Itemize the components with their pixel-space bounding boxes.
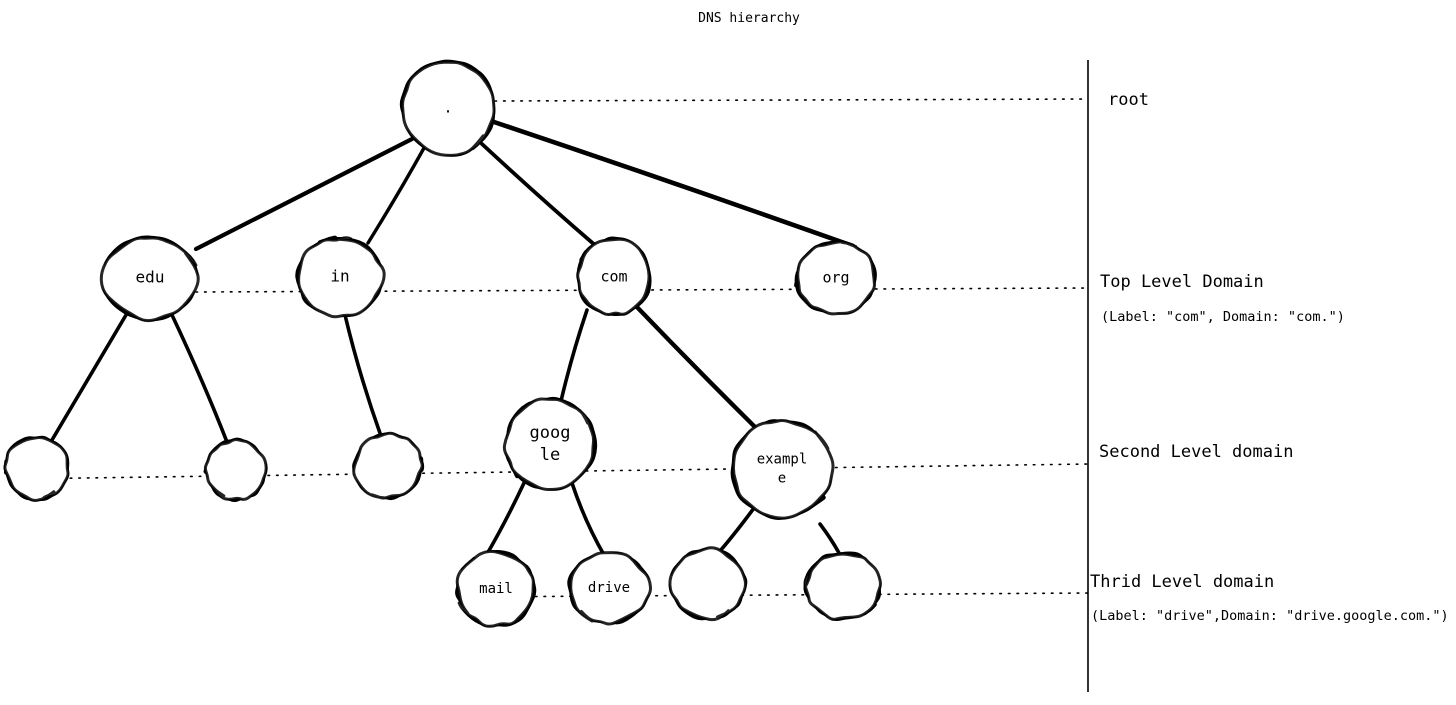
edge-com-to-example (632, 302, 760, 432)
edge-google-to-drive (570, 481, 606, 557)
node-label-root: . (443, 99, 452, 117)
edge-edu-to-edu-c1 (50, 313, 128, 442)
edge-in-to-in-c1 (343, 313, 383, 438)
guide-line-third (457, 592, 1089, 598)
node-outline-overdraw (352, 431, 424, 500)
edge-example-to-ex-c1 (718, 506, 756, 553)
level-label-root: root (1108, 90, 1149, 110)
node-ex-c2[interactable] (803, 551, 882, 621)
node-label-edu: edu (136, 268, 165, 287)
edge-com-to-google (559, 308, 589, 403)
edge-root-to-org (488, 118, 856, 249)
node-in[interactable]: in (295, 235, 386, 319)
node-label-example: exampl (757, 452, 808, 468)
annotation-third: (Label: "drive",Domain: "drive.google.co… (1091, 608, 1449, 624)
node-outline-overdraw (796, 240, 876, 316)
node-outline-overdraw (502, 397, 596, 492)
node-outline-overdraw (731, 419, 835, 520)
node-edu[interactable]: edu (99, 235, 200, 323)
node-label-drive: drive (588, 580, 630, 596)
level-label-sld: Second Level domain (1099, 442, 1293, 462)
node-outline-overdraw (203, 437, 268, 501)
node-label-google: goog (530, 423, 571, 443)
node-example[interactable]: exampl e (730, 419, 835, 520)
node-in-c1[interactable] (352, 431, 425, 501)
node-label-example: e (778, 471, 786, 487)
node-org[interactable]: org (794, 239, 877, 316)
node-drive[interactable]: drive (567, 551, 653, 626)
node-outline-overdraw (576, 237, 651, 317)
tree-nodes: . edu in com org google exampl e mail drive (3, 59, 882, 628)
node-label-in: in (330, 267, 349, 286)
edge-example-to-ex-c2 (818, 522, 841, 555)
level-label-tld: Top Level Domain (1100, 272, 1264, 292)
node-label-mail: mail (479, 581, 513, 597)
node-outline-overdraw (803, 552, 882, 621)
guide-line-root (494, 98, 1089, 102)
node-edu-c1[interactable] (3, 435, 70, 502)
level-label-third: Thrid Level domain (1090, 572, 1274, 592)
node-outline-overdraw (455, 549, 535, 628)
node-edu-c2[interactable] (203, 437, 268, 502)
edge-google-to-mail (485, 481, 526, 556)
node-outline-overdraw (297, 236, 386, 319)
node-outline-overdraw (401, 60, 496, 157)
edge-root-to-edu (193, 136, 415, 252)
node-outline-overdraw (3, 435, 70, 502)
edge-root-to-in (366, 146, 426, 245)
node-label-com: com (600, 268, 627, 286)
node-label-google: le (540, 445, 560, 465)
node-root[interactable]: . (399, 59, 496, 157)
node-google[interactable]: google (502, 396, 598, 492)
node-ex-c1[interactable] (668, 546, 748, 622)
node-outline-overdraw (569, 551, 653, 626)
edge-root-to-com (480, 142, 598, 248)
diagram-title: DNS hierarchy (698, 11, 800, 26)
tree-edges (50, 118, 856, 557)
node-mail[interactable]: mail (455, 549, 537, 628)
node-label-org: org (822, 269, 849, 287)
node-outline-overdraw (668, 546, 747, 622)
level-guide-lines (9, 98, 1089, 598)
edge-edu-to-edu-c2 (170, 313, 229, 444)
node-outline-overdraw (99, 236, 200, 323)
annotation-tld: (Label: "com", Domain: "com.") (1101, 309, 1345, 325)
node-com[interactable]: com (576, 236, 652, 317)
